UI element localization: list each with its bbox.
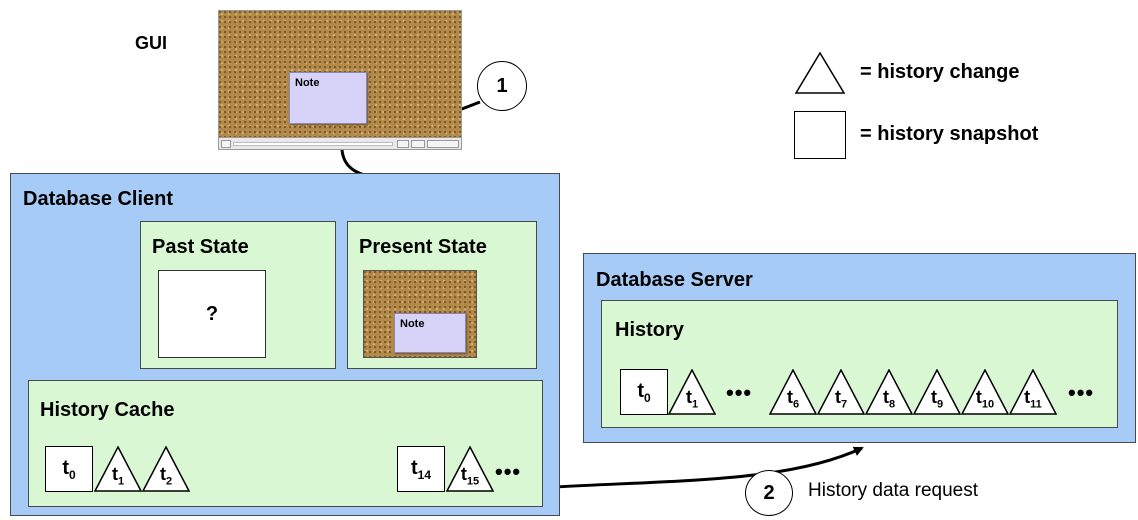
step-2-marker: 2 bbox=[745, 470, 793, 516]
history-ellipsis-end: ••• bbox=[1068, 380, 1095, 405]
database-server-title: Database Server bbox=[596, 269, 753, 291]
history-change-t6-letter: t bbox=[786, 387, 793, 408]
history-change-t7-letter: t bbox=[834, 387, 841, 408]
history-change-t11: t11 bbox=[1009, 369, 1057, 415]
cache-change-t15: t15 bbox=[446, 446, 494, 492]
cache-change-t1-letter: t bbox=[111, 464, 118, 485]
history-change-t9-letter: t bbox=[930, 387, 937, 408]
gui-toolbar-left-button[interactable] bbox=[221, 140, 231, 148]
history-snapshot-t0-letter: t bbox=[637, 379, 644, 402]
legend-change-label: = history change bbox=[860, 61, 1020, 83]
history-panel: History t0 t1 ••• t6 t7 t8 t9 t10 bbox=[601, 300, 1118, 428]
history-change-t6: t6 bbox=[769, 369, 817, 415]
cache-ellipsis: ••• bbox=[495, 459, 522, 484]
cache-change-t2-sub: 2 bbox=[165, 476, 173, 488]
cache-change-t15-sub: 15 bbox=[466, 476, 480, 488]
gui-window: Note bbox=[218, 10, 462, 150]
cache-snapshot-t0-letter: t bbox=[62, 456, 69, 479]
history-change-t8: t8 bbox=[865, 369, 913, 415]
step-1-marker: 1 bbox=[477, 61, 527, 111]
gui-toolbar-button-b[interactable] bbox=[411, 140, 425, 148]
legend-square-icon bbox=[794, 111, 846, 159]
past-state-canvas: ? bbox=[158, 270, 266, 358]
history-change-t10: t10 bbox=[961, 369, 1009, 415]
database-client-panel: Database Client Past State ? Present Sta… bbox=[10, 173, 560, 516]
history-change-t11-letter: t bbox=[1024, 387, 1031, 408]
history-change-t1: t1 bbox=[668, 369, 716, 415]
cache-change-t1: t1 bbox=[94, 446, 142, 492]
present-state-panel: Present State Note bbox=[347, 221, 537, 369]
legend-triangle-icon bbox=[794, 51, 846, 94]
gui-note: Note bbox=[289, 72, 367, 124]
gui-toolbar-button-a[interactable] bbox=[397, 140, 409, 148]
gui-note-text: Note bbox=[295, 77, 320, 89]
history-change-t10-letter: t bbox=[975, 387, 982, 408]
history-change-t8-letter: t bbox=[882, 387, 889, 408]
legend-snapshot-label: = history snapshot bbox=[860, 123, 1039, 145]
history-change-t9: t9 bbox=[913, 369, 961, 415]
gui-slider-track[interactable] bbox=[233, 142, 393, 146]
cache-change-t2: t2 bbox=[142, 446, 190, 492]
history-change-t7-sub: 7 bbox=[840, 399, 848, 411]
present-state-title: Present State bbox=[359, 236, 487, 258]
cache-snapshot-t0: t0 bbox=[45, 446, 93, 492]
history-cache-title: History Cache bbox=[40, 399, 175, 421]
arrow-cache-to-server bbox=[554, 446, 864, 489]
gui-toolbar-button-c[interactable] bbox=[427, 140, 459, 148]
history-cache-panel: History Cache t0 t1 t2 t14 t15 ••• bbox=[28, 380, 543, 507]
cache-snapshot-t14: t14 bbox=[397, 446, 445, 492]
database-server-panel: Database Server History t0 t1 ••• t6 t7 … bbox=[583, 253, 1136, 443]
step-2-label: History data request bbox=[808, 480, 979, 501]
cache-snapshot-t14-sub: 14 bbox=[417, 467, 432, 482]
past-state-title: Past State bbox=[152, 236, 249, 258]
history-snapshot-t0-sub: 0 bbox=[643, 390, 651, 405]
history-change-t6-sub: 6 bbox=[792, 399, 800, 411]
cache-snapshot-t14-letter: t bbox=[410, 456, 418, 479]
present-state-note-text: Note bbox=[400, 318, 425, 330]
history-change-t8-sub: 8 bbox=[888, 399, 896, 411]
history-change-t1-letter: t bbox=[685, 387, 692, 408]
past-state-unknown: ? bbox=[205, 302, 219, 325]
past-state-panel: Past State ? bbox=[140, 221, 336, 369]
history-title: History bbox=[615, 319, 684, 341]
present-state-note: Note bbox=[394, 313, 466, 353]
history-change-t11-sub: 11 bbox=[1030, 399, 1042, 411]
history-snapshot-t0: t0 bbox=[620, 369, 668, 415]
history-change-t10-sub: 10 bbox=[981, 399, 995, 411]
database-client-title: Database Client bbox=[23, 188, 174, 210]
history-change-t1-sub: 1 bbox=[691, 399, 699, 411]
cache-change-t15-letter: t bbox=[460, 464, 467, 485]
history-change-t7: t7 bbox=[817, 369, 865, 415]
cache-change-t2-letter: t bbox=[159, 464, 166, 485]
present-state-corkboard: Note bbox=[363, 270, 477, 358]
history-ellipsis-mid: ••• bbox=[726, 380, 753, 405]
gui-label: GUI bbox=[135, 33, 168, 53]
history-change-t9-sub: 9 bbox=[936, 399, 944, 411]
gui-toolbar bbox=[219, 137, 461, 149]
cache-snapshot-t0-sub: 0 bbox=[68, 467, 76, 482]
cache-change-t1-sub: 1 bbox=[117, 476, 125, 488]
